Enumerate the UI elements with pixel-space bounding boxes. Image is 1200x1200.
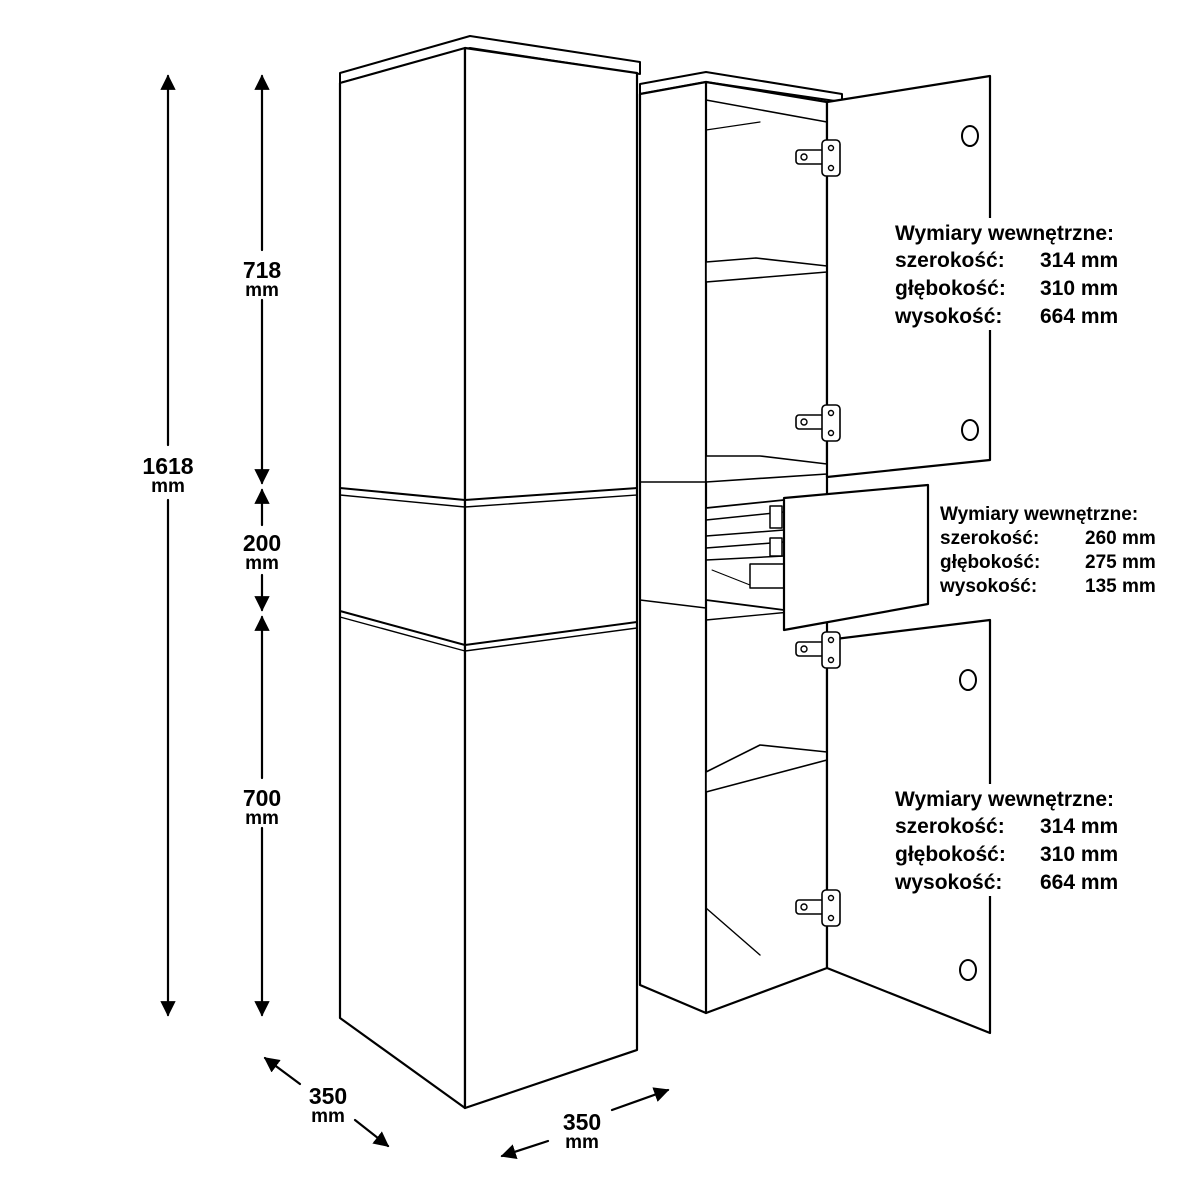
open-drawer (705, 483, 930, 632)
width-arrow-upper (610, 1087, 670, 1112)
spec-label: szerokość: (895, 249, 1005, 272)
open-cabinet-side (638, 80, 708, 1015)
spec-value: 314 mm (1040, 249, 1118, 272)
drawer-rails (705, 511, 785, 561)
width-value: 350 (563, 1109, 601, 1135)
spec-value: 135 mm (1085, 576, 1156, 597)
depth-arrow-lower (353, 1118, 390, 1148)
middle-section-unit: mm (245, 553, 279, 574)
spec-title: Wymiary wewnętrzne: (895, 222, 1114, 245)
spec-value: 664 mm (1040, 871, 1118, 894)
spec-label: głębokość: (895, 843, 1006, 866)
drawer-runner-bottom (749, 563, 785, 589)
upper-door-edge (339, 487, 638, 501)
upper-compartment-spec: Wymiary wewnętrzne: szerokość: 314 mm gł… (890, 218, 1140, 330)
depth-value: 350 (309, 1083, 347, 1109)
spec-label: szerokość: (940, 528, 1039, 549)
lower-shelf (705, 744, 828, 793)
drawer-floor-line (711, 569, 751, 586)
spec-label: wysokość: (939, 576, 1037, 597)
lower-door-hole-top (959, 669, 977, 691)
closed-cabinet-side (338, 46, 467, 1110)
drawer-spec: Wymiary wewnętrzne: szerokość: 260 mm gł… (939, 504, 1156, 597)
open-cabinet (638, 71, 992, 1035)
hinge-icon (795, 631, 841, 669)
spec-value: 310 mm (1040, 277, 1118, 300)
spec-label: głębokość: (895, 277, 1006, 300)
hinge-icon (795, 404, 841, 442)
hinge-icon (795, 139, 841, 177)
width-unit: mm (565, 1132, 599, 1153)
drawer-runner-middle (769, 537, 783, 557)
middle-compartment-edges (639, 481, 707, 609)
drawer-front (782, 483, 930, 632)
spec-title: Wymiary wewnętrzne: (895, 788, 1114, 811)
upper-shelf (705, 257, 828, 283)
spec-title: Wymiary wewnętrzne: (940, 504, 1138, 525)
depth-arrow-upper (263, 1056, 302, 1086)
spec-value: 664 mm (1040, 305, 1118, 328)
lower-door-top-edge (339, 616, 638, 652)
drawer-bottom-edge (339, 610, 638, 646)
spec-value: 275 mm (1085, 552, 1156, 573)
total-height-value: 1618 (142, 453, 193, 479)
top-section-value: 718 (243, 257, 282, 283)
closed-cabinet-front (463, 46, 639, 1110)
dimension-arrows (160, 74, 670, 1160)
lower-compartment-spec: Wymiary wewnętrzne: szerokość: 314 mm gł… (890, 784, 1140, 896)
total-height-unit: mm (151, 476, 185, 497)
drawer-top-edge (339, 494, 638, 508)
upper-door-hole-bottom (961, 419, 979, 441)
upper-compartment-floor (705, 455, 828, 483)
width-arrow-lower (500, 1139, 550, 1160)
inner-top-edge (705, 121, 761, 131)
dimension-labels: 1618 mm 718 mm 200 mm 700 mm 350 mm 350 … (142, 257, 601, 1153)
upper-door-hole-top (961, 125, 979, 147)
bottom-section-unit: mm (245, 808, 279, 829)
spec-backdrop (890, 784, 1140, 896)
spec-label: wysokość: (894, 305, 1002, 328)
bottom-section-value: 700 (243, 785, 281, 811)
drawer-runner-top (769, 505, 783, 529)
spec-value: 314 mm (1040, 815, 1118, 838)
spec-label: głębokość: (940, 552, 1040, 573)
spec-label: wysokość: (894, 871, 1002, 894)
closed-cabinet (338, 35, 641, 1110)
lower-compartment-floor (705, 907, 761, 956)
lower-compartment-top (705, 611, 791, 621)
top-section-unit: mm (245, 280, 279, 301)
spec-value: 260 mm (1085, 528, 1156, 549)
spec-backdrop (890, 218, 1140, 330)
hinge-icon (795, 889, 841, 927)
spec-label: szerokość: (895, 815, 1005, 838)
middle-section-value: 200 (243, 530, 281, 556)
depth-unit: mm (311, 1106, 345, 1127)
lower-door-hole-bottom (959, 959, 977, 981)
spec-value: 310 mm (1040, 843, 1118, 866)
